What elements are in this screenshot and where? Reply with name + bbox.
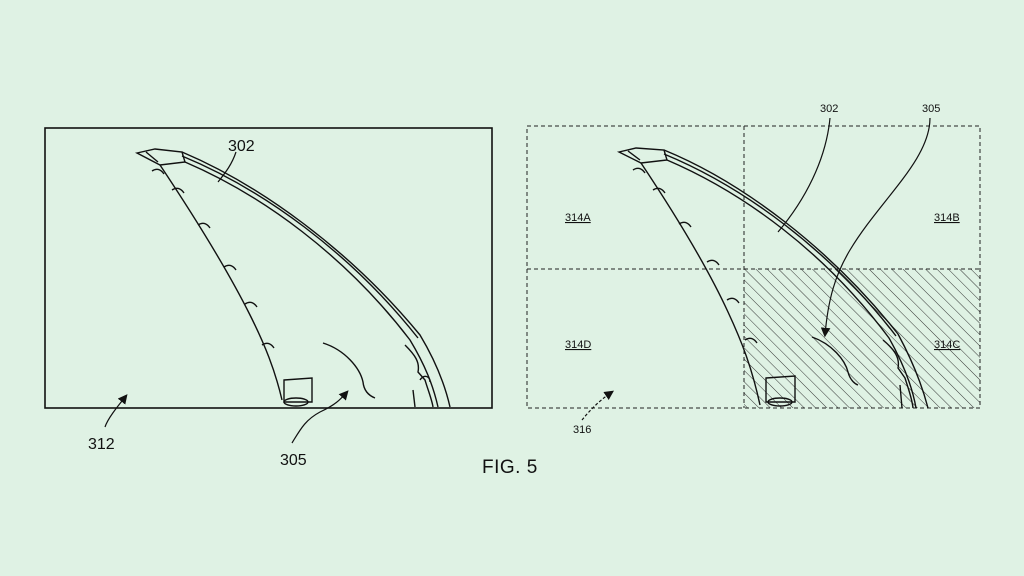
label-316: 316 (573, 424, 591, 436)
left-panel: 302 312 305 (44, 127, 493, 469)
a-pillar-drawing-left (134, 148, 451, 408)
zone-label-314B: 314B (934, 212, 960, 224)
camera-frame-312 (44, 127, 493, 409)
a-pillar-drawing-right (616, 147, 929, 409)
label-302-left: 302 (228, 138, 255, 155)
zone-label-314C: 314C (934, 339, 960, 351)
right-leaders (581, 117, 931, 421)
label-302-right: 302 (820, 103, 838, 115)
label-312: 312 (88, 436, 115, 453)
zone-label-314A: 314A (565, 212, 591, 224)
figure-caption: FIG. 5 (482, 457, 538, 478)
label-305-right: 305 (922, 103, 940, 115)
right-panel: 302 305 316 314A 314B 314C 314D (526, 103, 981, 436)
zone-grid-316 (526, 125, 981, 409)
label-305-left: 305 (280, 452, 307, 469)
left-leaders (104, 151, 349, 444)
zone-label-314D: 314D (565, 339, 591, 351)
